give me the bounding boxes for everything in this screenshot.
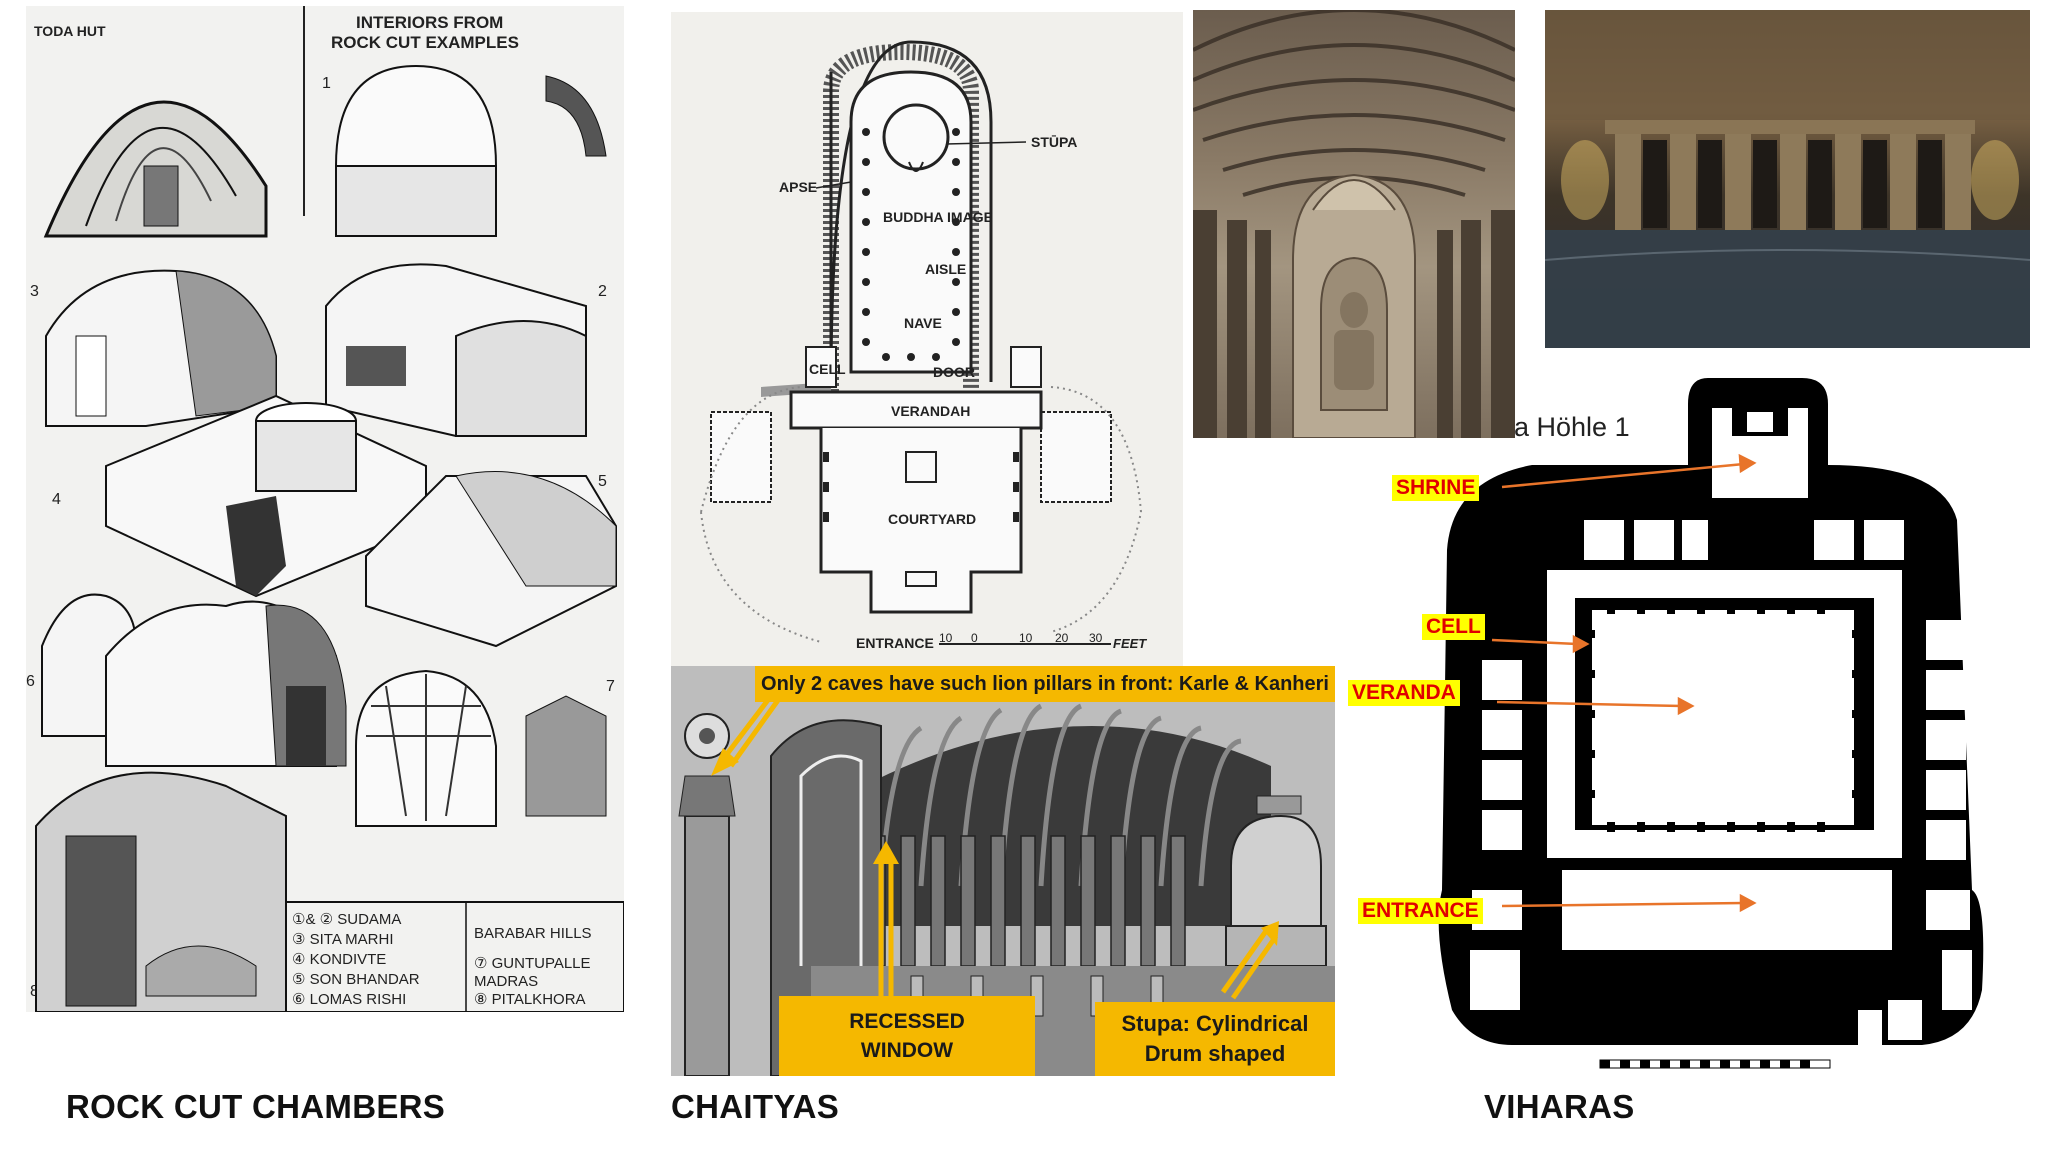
rock-cut-chambers-panel: TODA HUT INTERIORS FROM ROCK CUT EXAMPLE… — [26, 6, 625, 1013]
scale-tick-1: 10 — [939, 631, 953, 645]
scale-tick-2: 0 — [971, 631, 978, 645]
vihara-plan-drawing — [1438, 378, 1984, 1069]
rock-cut-title-1: INTERIORS FROM — [356, 13, 503, 32]
chaitya-apse-label: APSE — [779, 179, 817, 195]
legend-right-1: BARABAR HILLS — [474, 925, 592, 942]
rock-cut-chambers-label: ROCK CUT CHAMBERS — [66, 1088, 446, 1125]
chaitya-aisle-label: AISLE — [925, 261, 966, 277]
chaitya-courtyard-label: COURTYARD — [888, 511, 976, 527]
scale-tick-4: 20 — [1055, 631, 1069, 645]
fig-number-6: 6 — [26, 673, 35, 690]
vihara-hall-image — [1545, 10, 2030, 348]
toda-hut-label: TODA HUT — [34, 23, 106, 39]
legend-left-5: ⑥ LOMAS RISHI — [292, 991, 406, 1008]
chaitya-interior-photo — [1193, 10, 1515, 438]
legend-right-4: ⑧ PITALKHORA — [474, 991, 586, 1008]
vihara-plan-panel: a Höhle 1 — [1352, 370, 2042, 1090]
chaitya-vault-image — [1193, 10, 1515, 438]
chaityas-label: CHAITYAS — [671, 1088, 840, 1125]
legend-left-1: ①& ② SUDAMA — [292, 911, 401, 928]
chaitya-entrance-label: ENTRANCE — [856, 635, 934, 651]
legend-left-2: ③ SITA MARHI — [292, 931, 394, 948]
chaitya-buddha-image-label: BUDDHA IMAGE — [883, 209, 993, 225]
rock-cut-title-2: ROCK CUT EXAMPLES — [331, 33, 519, 52]
scale-tick-5: 30 — [1089, 631, 1103, 645]
fig-number-8: 8 — [30, 983, 39, 1000]
fig-number-4: 4 — [52, 491, 61, 508]
chaitya-cell-label: CELL — [809, 361, 846, 377]
lion-pillar-note: Only 2 caves have such lion pillars in f… — [755, 666, 1335, 702]
chaitya-cutaway-illustration: Only 2 caves have such lion pillars in f… — [671, 666, 1335, 1076]
veranda-tag: VERANDA — [1348, 680, 1460, 706]
vihara-hall-photo — [1545, 10, 2030, 348]
entrance-tag: ENTRANCE — [1358, 898, 1483, 924]
chaitya-plan-drawing: APSE STŪPA BUDDHA IMAGE AISLE NAVE CELL … — [700, 40, 1147, 651]
cell-tag: CELL — [1422, 614, 1485, 640]
viharas-label: VIHARAS — [1484, 1088, 1635, 1125]
chaitya-verandah-label: VERANDAH — [891, 403, 970, 419]
scale-unit-label: FEET — [1113, 636, 1147, 651]
rock-cut-illustration: TODA HUT INTERIORS FROM ROCK CUT EXAMPLE… — [26, 6, 625, 1013]
chaitya-stupa-label: STŪPA — [1031, 134, 1077, 150]
legend-left-4: ⑤ SON BHANDAR — [292, 971, 420, 988]
chaitya-nave-label: NAVE — [904, 315, 942, 331]
fig-number-3: 3 — [30, 283, 39, 300]
fig-number-2: 2 — [598, 283, 607, 300]
chaitya-door-label: DOOR — [933, 364, 975, 380]
shrine-tag: SHRINE — [1392, 475, 1480, 501]
stupa-note: Stupa: Cylindrical Drum shaped — [1095, 1002, 1335, 1076]
fig-number-5: 5 — [598, 473, 607, 490]
legend-right-2: ⑦ GUNTUPALLE — [474, 955, 591, 972]
fig-number-1: 1 — [322, 75, 331, 92]
vihara-heading-fragment: a Höhle 1 — [1514, 412, 1630, 442]
fig-number-7: 7 — [606, 678, 615, 695]
chaitya-plan-panel: APSE STŪPA BUDDHA IMAGE AISLE NAVE CELL … — [671, 12, 1183, 668]
recessed-window-note: RECESSED WINDOW — [779, 996, 1035, 1076]
legend-right-3: MADRAS — [474, 973, 538, 990]
scale-tick-3: 10 — [1019, 631, 1033, 645]
legend-left-3: ④ KONDIVTE — [292, 951, 386, 968]
